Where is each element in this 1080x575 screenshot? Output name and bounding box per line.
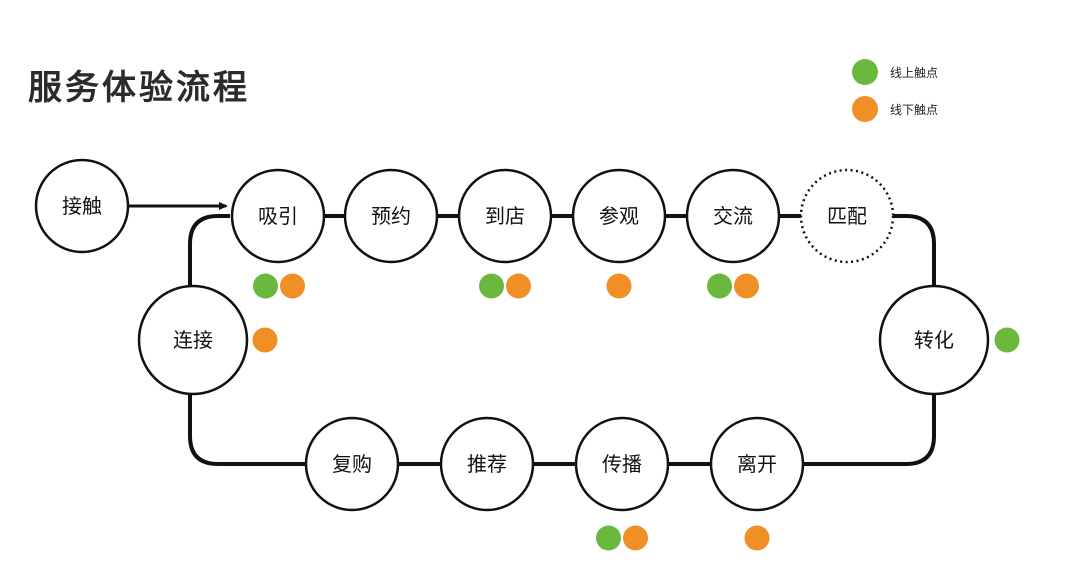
node-label: 离开 bbox=[737, 452, 777, 476]
node-label: 连接 bbox=[173, 328, 213, 352]
legend-online-label: 线上触点 bbox=[890, 65, 939, 80]
node-contact: 接触 bbox=[34, 158, 130, 254]
node-communicate: 交流 bbox=[685, 168, 781, 264]
legend-offline-label: 线下触点 bbox=[890, 102, 939, 117]
node-label: 传播 bbox=[602, 452, 642, 476]
online-touchpoint-icon bbox=[994, 327, 1020, 353]
node-label: 匹配 bbox=[827, 204, 867, 228]
node-circle bbox=[343, 168, 439, 264]
node-recommend: 推荐 bbox=[439, 416, 535, 512]
node-circle bbox=[457, 168, 553, 264]
node-circle bbox=[34, 158, 130, 254]
node-circle bbox=[439, 416, 535, 512]
node-circle bbox=[685, 168, 781, 264]
node-circle bbox=[571, 168, 667, 264]
node-repurchase: 复购 bbox=[304, 416, 400, 512]
node-arrive: 到店 bbox=[457, 168, 553, 264]
offline-touchpoint-icon bbox=[744, 525, 770, 551]
node-circle bbox=[137, 284, 249, 396]
node-circle bbox=[799, 168, 895, 264]
online-touchpoint-icon bbox=[596, 525, 621, 551]
node-circle bbox=[878, 284, 990, 396]
node-match: 匹配 bbox=[799, 168, 895, 264]
online-touchpoint-icon bbox=[479, 273, 504, 299]
legend-online: 线上触点 bbox=[852, 59, 938, 85]
node-label: 交流 bbox=[713, 204, 753, 228]
node-circle bbox=[709, 416, 805, 512]
page-title: 服务体验流程 bbox=[28, 68, 250, 108]
legend-offline: 线下触点 bbox=[852, 96, 938, 122]
node-label: 参观 bbox=[599, 204, 639, 228]
flow-loop-line bbox=[188, 214, 936, 466]
node-convert: 转化 bbox=[878, 284, 990, 396]
node-label: 推荐 bbox=[467, 452, 507, 476]
node-reserve: 预约 bbox=[343, 168, 439, 264]
node-circle bbox=[230, 168, 326, 264]
offline-touchpoint-icon bbox=[734, 273, 759, 299]
offline-touchpoint-icon bbox=[506, 273, 531, 299]
offline-dot-icon bbox=[852, 96, 878, 122]
offline-touchpoint-icon bbox=[280, 273, 305, 299]
online-touchpoint-icon bbox=[707, 273, 732, 299]
node-connect: 连接 bbox=[137, 284, 249, 396]
offline-touchpoint-icon bbox=[606, 273, 632, 299]
node-leave: 离开 bbox=[709, 416, 805, 512]
online-touchpoint-icon bbox=[253, 273, 278, 299]
node-label: 复购 bbox=[332, 452, 372, 476]
node-attract: 吸引 bbox=[230, 168, 326, 264]
offline-touchpoint-icon bbox=[623, 525, 648, 551]
node-circle bbox=[304, 416, 400, 512]
node-circle bbox=[574, 416, 670, 512]
node-label: 转化 bbox=[914, 328, 954, 352]
node-visit: 参观 bbox=[571, 168, 667, 264]
offline-touchpoint-icon bbox=[252, 327, 278, 353]
node-label: 到店 bbox=[485, 204, 525, 228]
node-spread: 传播 bbox=[574, 416, 670, 512]
node-label: 接触 bbox=[62, 194, 102, 218]
node-label: 预约 bbox=[371, 204, 411, 228]
node-label: 吸引 bbox=[258, 204, 298, 228]
online-dot-icon bbox=[852, 59, 878, 85]
